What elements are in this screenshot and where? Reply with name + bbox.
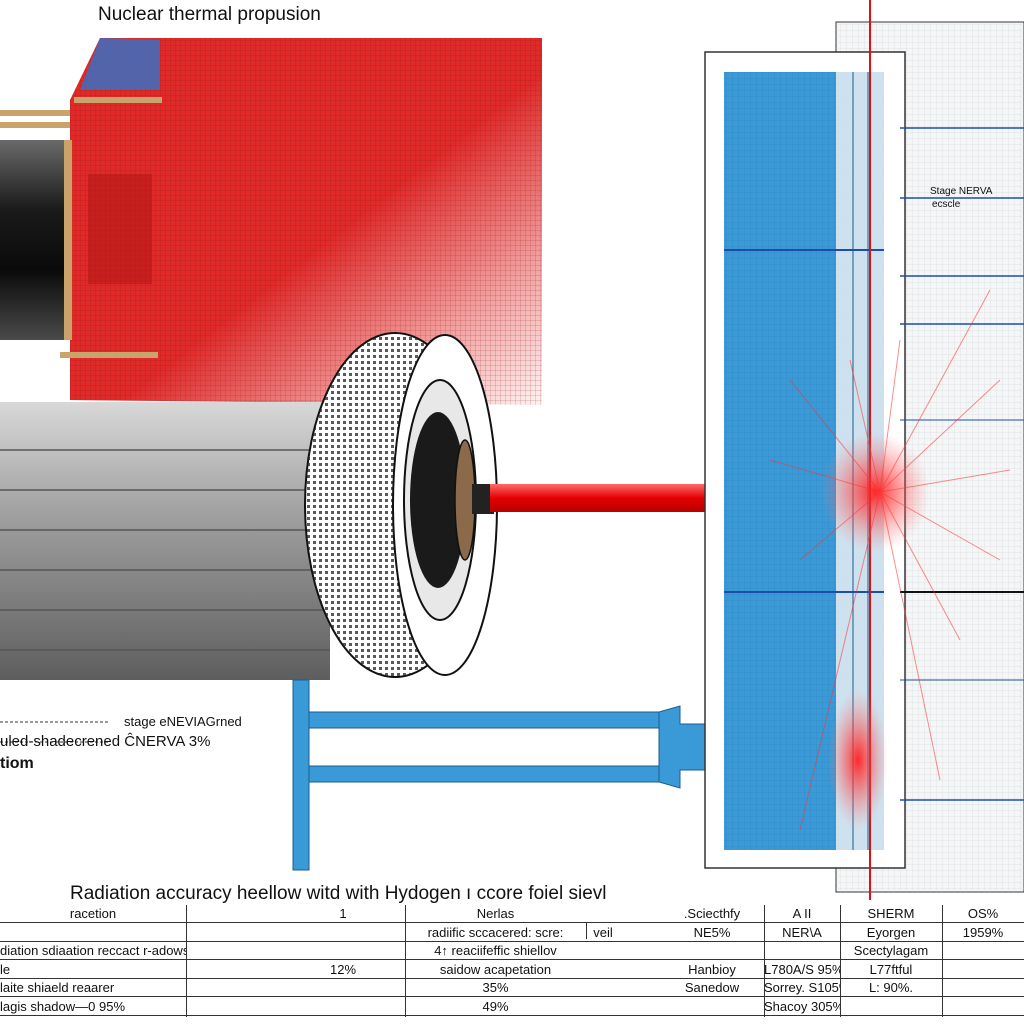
table-cell: 1 xyxy=(339,906,347,921)
table-cell xyxy=(300,998,386,1015)
reactor-window xyxy=(88,174,152,284)
table-cell xyxy=(620,942,660,959)
table-cell: lagis shadow—0 95% xyxy=(0,998,126,1014)
table-cell: Shacoy 305% xyxy=(764,998,840,1014)
table-cell xyxy=(942,961,1024,978)
reactor-blue-cap xyxy=(80,38,160,90)
table-cell: L: 90%. xyxy=(868,980,914,995)
table-cell: Nerlas xyxy=(476,906,515,921)
table-cell: Eyorgen xyxy=(866,924,916,940)
table-cell: NER\A xyxy=(782,924,822,940)
nozzle-ring xyxy=(304,332,498,678)
table-cell xyxy=(586,998,620,1015)
table-cell: radiific sccacered: scre: xyxy=(427,924,564,940)
table-cell: 49% xyxy=(482,998,509,1014)
table-cell xyxy=(620,998,660,1015)
feed-rods xyxy=(0,110,72,340)
table-cell: .Sciecthfy xyxy=(683,906,741,921)
table-row: radiific sccacered: scre: veil NE5% NER\A Ey… xyxy=(0,924,1024,942)
right-label-stage: Stage NERVA xyxy=(930,186,993,197)
table-cell: Hanbioy xyxy=(688,961,736,977)
diagram-title: Nuclear thermal propusion xyxy=(98,4,321,25)
table-cell: NE5% xyxy=(693,924,731,940)
table-cell: diation sdiaation reccact r-adowshiells … xyxy=(0,943,186,958)
table-cell: laite shiaeld reaarer xyxy=(0,980,115,995)
table-row: laite shiaeld reaarer 35% Sanedow Sorrey. S… xyxy=(0,979,1024,997)
table-cell xyxy=(620,979,660,996)
right-label-sub: ecscle xyxy=(932,199,961,210)
coolant-pipes xyxy=(292,679,721,871)
table-cell xyxy=(942,998,1024,1015)
data-table: racetion 1 Nerlas .Sciecthfy A II SHERM OS% rad… xyxy=(0,905,1024,1017)
left-label-partial: tiom xyxy=(0,755,34,772)
table-cell: SHERM xyxy=(867,906,915,921)
table-row: diation sdiaation reccact r-adowshiells … xyxy=(0,942,1024,960)
table-cell xyxy=(586,905,620,922)
table-cell: 12% xyxy=(329,961,357,977)
table-cell xyxy=(586,979,620,996)
reactor-block xyxy=(60,38,542,405)
table-cell: L77ftful xyxy=(869,961,913,977)
table-cell: saidow acapetation xyxy=(439,961,552,977)
table-cell xyxy=(660,998,764,1015)
table-cell: Scectylagam xyxy=(853,943,929,958)
table-cell: 4↑ reaciifeffic shiellov xyxy=(434,943,557,958)
table-cell: le xyxy=(0,961,11,977)
table-cell xyxy=(586,961,620,978)
table-cell xyxy=(840,998,942,1015)
table-cell xyxy=(586,942,620,959)
left-label-stage: stage eNEVIAGrned xyxy=(124,714,242,729)
radiation-burst xyxy=(769,289,1011,831)
table-cell: A II xyxy=(792,906,812,921)
table-cell: Sanedow xyxy=(684,980,740,995)
table-cell: racetion xyxy=(69,906,117,921)
table-cell xyxy=(660,942,764,959)
table-cell xyxy=(620,924,660,941)
table-cell xyxy=(300,924,386,941)
table-cell: 35% xyxy=(482,980,509,995)
table-cell xyxy=(300,979,386,996)
table-cell xyxy=(300,942,386,959)
table-cell xyxy=(620,905,660,922)
table-cell xyxy=(942,942,1024,959)
table-cell: veil xyxy=(593,924,613,940)
table-row: lagis shadow—0 95% 49% Shacoy 305% xyxy=(0,998,1024,1016)
table-cell xyxy=(0,924,186,941)
left-label-shaded: uled-shadecrened ĈNERVA 3% xyxy=(0,733,211,750)
table-cell xyxy=(764,942,840,959)
engine-casing xyxy=(0,402,330,680)
table-cell xyxy=(942,979,1024,996)
left-leader-lines xyxy=(0,721,110,743)
table-cell: OS% xyxy=(967,906,999,921)
table-row: racetion 1 Nerlas .Sciecthfy A II SHERM OS% xyxy=(0,905,1024,923)
table-caption: Radiation accuracy heellow witd with Hyd… xyxy=(70,883,607,904)
table-cell xyxy=(620,961,660,978)
table-cell: Sorrey. S105% xyxy=(764,980,840,995)
table-cell: 1959% xyxy=(962,924,1004,940)
table-cell: L780A/S 95% xyxy=(764,961,840,977)
table-row: le 12% saidow acapetation Hanbioy L780A/S 95… xyxy=(0,961,1024,979)
